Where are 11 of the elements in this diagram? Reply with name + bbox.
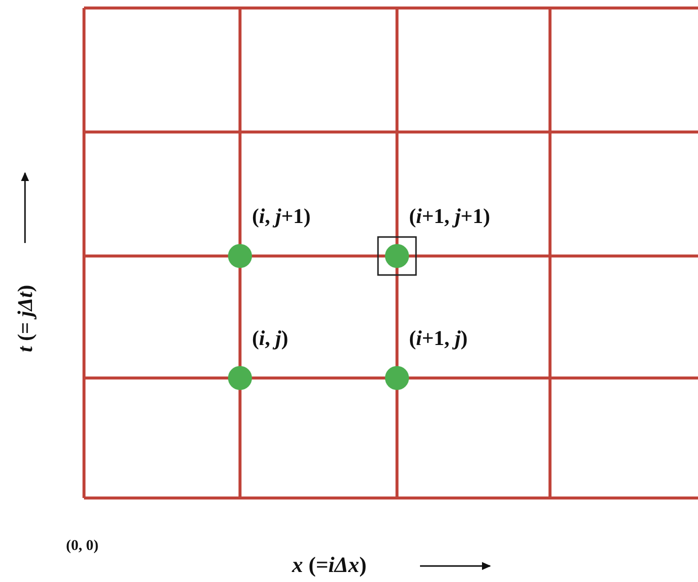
point-label: (i, j) [252,326,288,351]
axis-label: x (=iΔx) [292,552,367,578]
point-label: (i+1, j+1) [409,204,490,229]
grid-point [385,244,409,268]
point-label: (i+1, j) [409,326,468,351]
grid-point [228,244,252,268]
origin-label: (0, 0) [66,538,98,555]
grid-point [228,366,252,390]
grid-point [385,366,409,390]
point-label: (i, j+1) [252,204,311,229]
axis-label: t (= jΔt) [12,284,38,352]
